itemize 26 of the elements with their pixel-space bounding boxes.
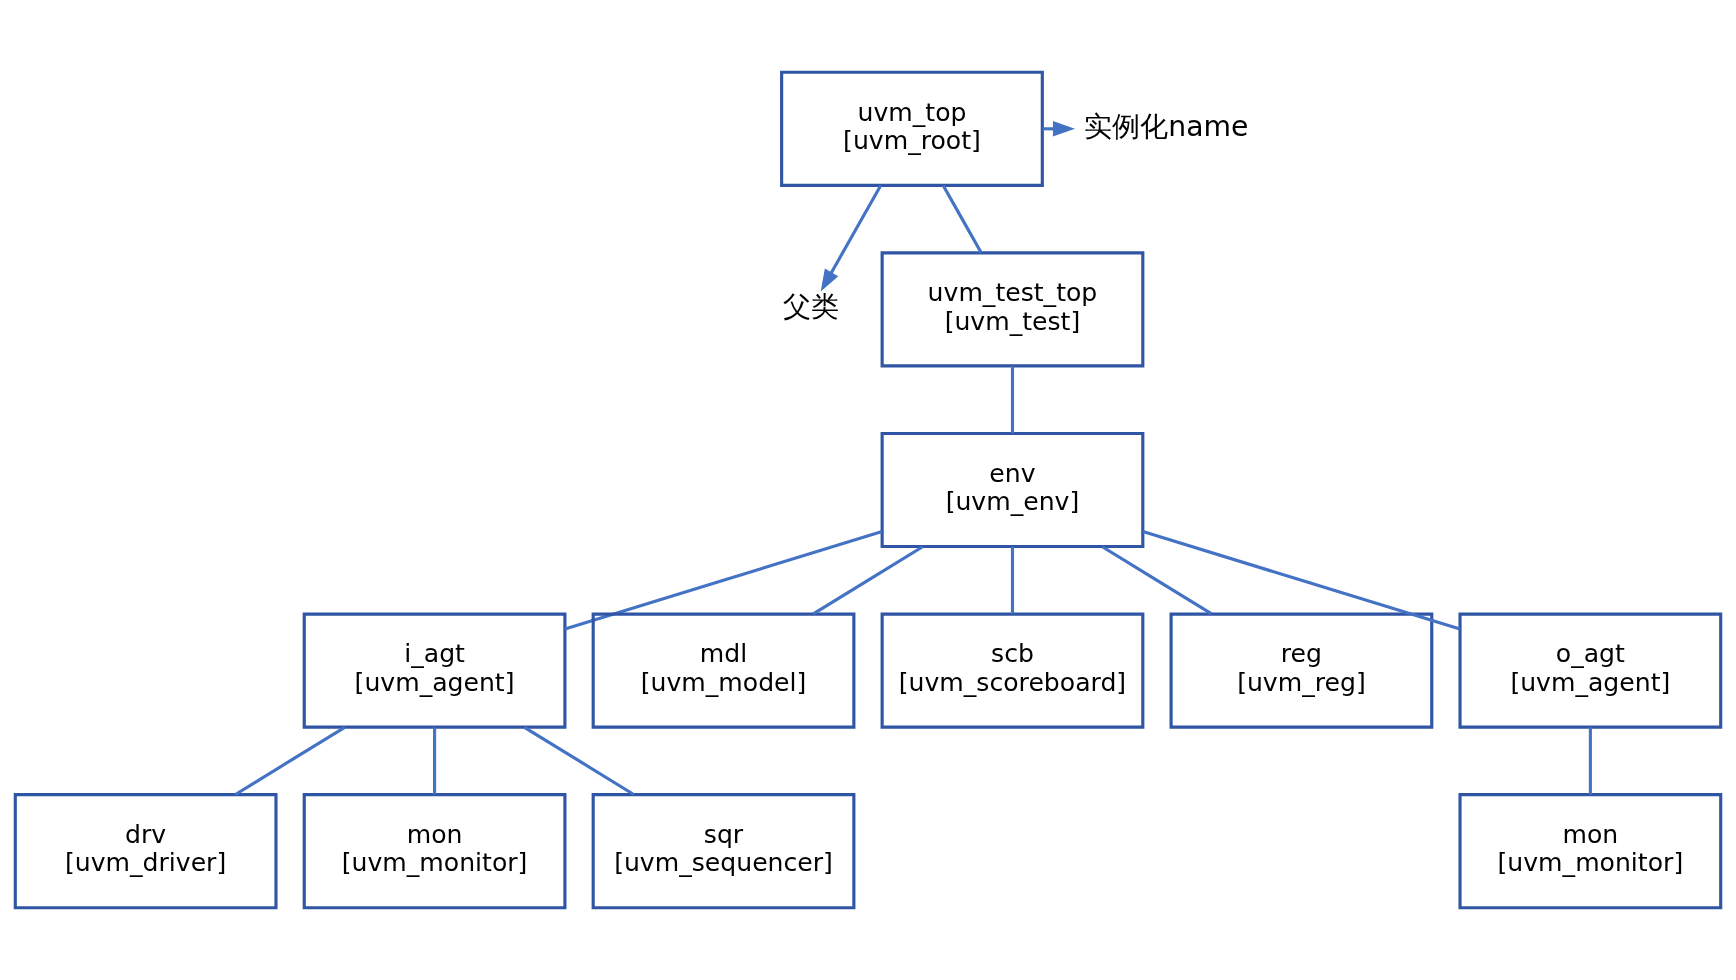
connector	[812, 545, 924, 616]
node-box: i_agt [uvm_agent]	[302, 612, 567, 729]
connector	[433, 727, 437, 795]
connector	[1142, 530, 1461, 631]
arrow	[820, 184, 883, 292]
node-box: reg [uvm_reg]	[1169, 612, 1434, 729]
node-box: mon [uvm_monitor]	[302, 793, 567, 910]
connector	[1588, 727, 1592, 795]
node-box: o_agt [uvm_agent]	[1458, 612, 1723, 729]
node-box: uvm_top [uvm_root]	[780, 70, 1044, 187]
connector	[523, 726, 635, 796]
connector	[1010, 366, 1015, 434]
connector	[564, 530, 883, 631]
node-box: scb [uvm_scoreboard]	[880, 612, 1145, 729]
node-text: 父类	[783, 290, 840, 324]
connector	[941, 184, 983, 254]
node-text: 实例化name	[1084, 109, 1249, 143]
connector	[1101, 545, 1213, 616]
node-box: uvm_test_top [uvm_test]	[880, 251, 1145, 368]
node-box: mon [uvm_monitor]	[1458, 793, 1723, 910]
node-box: env [uvm_env]	[880, 431, 1145, 549]
node-box: sqr [uvm_sequencer]	[591, 793, 856, 910]
connector	[1010, 546, 1015, 614]
node-box: drv [uvm_driver]	[13, 793, 278, 910]
connector	[234, 726, 346, 796]
node-box: mdl [uvm_model]	[591, 612, 856, 729]
